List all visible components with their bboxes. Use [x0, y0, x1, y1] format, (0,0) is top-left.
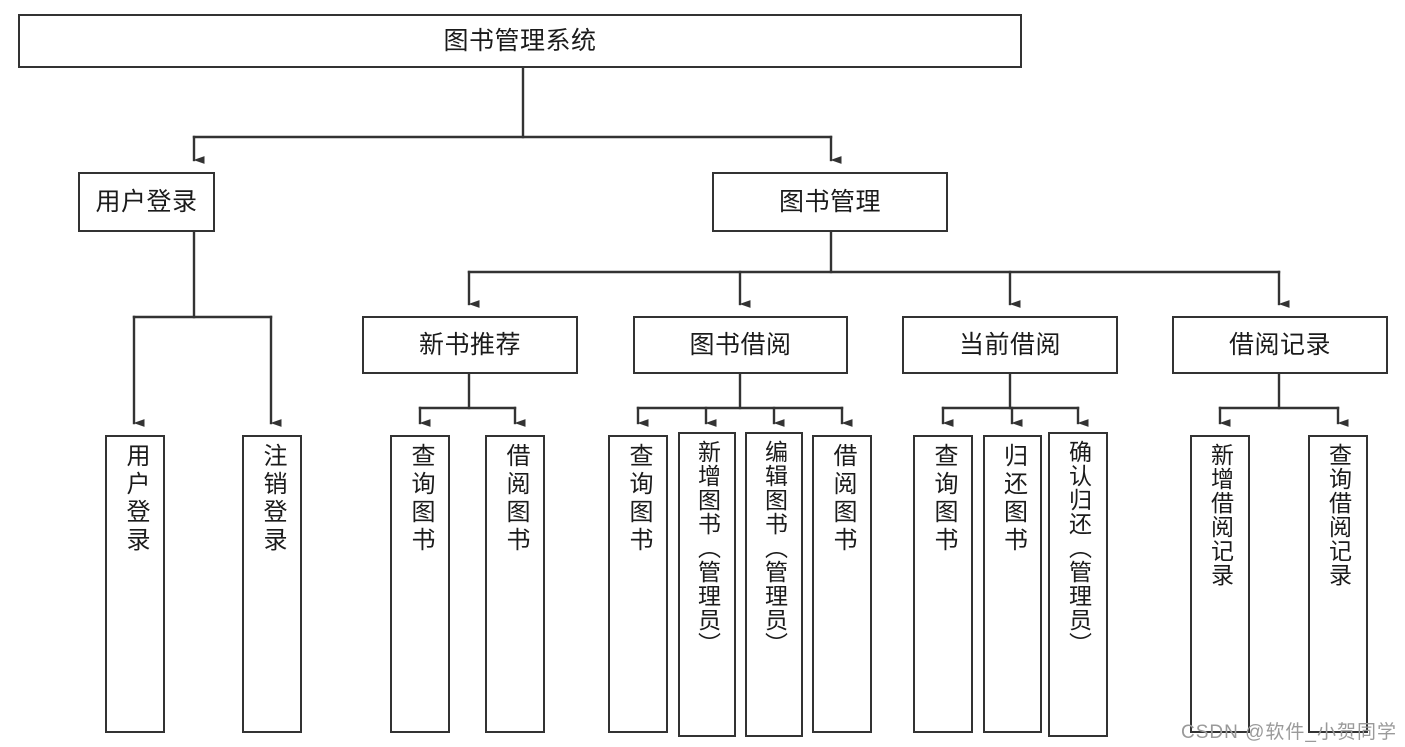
leaf-nbr-borrow-book[interactable]: 借阅图书 [485, 435, 545, 733]
leaf-br-add-record-label: 新增借阅记录 [1207, 443, 1234, 587]
csdn-watermark: CSDN @软件_小贺同学 [1181, 722, 1397, 743]
node-book-manage[interactable]: 图书管理 [712, 172, 948, 232]
leaf-nbr-query-book[interactable]: 查询图书 [390, 435, 450, 733]
leaf-bb-add-book-label: 新增图书（管理员） [694, 440, 721, 656]
leaf-cb-query-book-label: 查询图书 [930, 443, 957, 555]
node-current-borrow-label: 当前借阅 [958, 330, 1061, 359]
leaf-bb-borrow-book-label: 借阅图书 [829, 443, 856, 555]
node-book-manage-label: 图书管理 [778, 187, 881, 216]
leaf-br-query-record-label: 查询借阅记录 [1325, 443, 1352, 587]
leaf-cb-return-book-label: 归还图书 [999, 443, 1027, 555]
leaf-cb-confirm-return-label: 确认归还（管理员） [1065, 440, 1092, 656]
node-book-borrow[interactable]: 图书借阅 [633, 316, 848, 374]
leaf-bb-query-book-label: 查询图书 [625, 443, 652, 555]
leaf-bb-borrow-book[interactable]: 借阅图书 [812, 435, 872, 733]
node-borrow-record[interactable]: 借阅记录 [1172, 316, 1388, 374]
node-borrow-record-label: 借阅记录 [1228, 330, 1331, 359]
leaf-bb-query-book[interactable]: 查询图书 [608, 435, 668, 733]
node-new-book-recommend-label: 新书推荐 [418, 330, 521, 359]
leaf-cb-return-book[interactable]: 归还图书 [983, 435, 1042, 733]
node-user-login-label: 用户登录 [95, 187, 198, 216]
leaf-nbr-query-book-label: 查询图书 [407, 443, 434, 555]
leaf-user-login[interactable]: 用户登录 [105, 435, 165, 733]
node-root[interactable]: 图书管理系统 [18, 14, 1022, 68]
node-current-borrow[interactable]: 当前借阅 [902, 316, 1118, 374]
node-root-label: 图书管理系统 [443, 26, 597, 55]
leaf-bb-edit-book[interactable]: 编辑图书（管理员） [745, 432, 803, 737]
leaf-logout[interactable]: 注销登录 [242, 435, 302, 733]
leaf-bb-edit-book-label: 编辑图书（管理员） [761, 440, 788, 656]
leaf-br-add-record[interactable]: 新增借阅记录 [1190, 435, 1250, 733]
leaf-cb-confirm-return[interactable]: 确认归还（管理员） [1048, 432, 1108, 737]
node-book-borrow-label: 图书借阅 [689, 330, 792, 359]
leaf-cb-query-book[interactable]: 查询图书 [913, 435, 973, 733]
leaf-user-login-label: 用户登录 [122, 443, 149, 555]
leaf-nbr-borrow-book-label: 借阅图书 [502, 443, 529, 555]
node-new-book-recommend[interactable]: 新书推荐 [362, 316, 578, 374]
leaf-logout-label: 注销登录 [259, 443, 286, 555]
leaf-bb-add-book[interactable]: 新增图书（管理员） [678, 432, 736, 737]
leaf-br-query-record[interactable]: 查询借阅记录 [1308, 435, 1368, 733]
node-user-login[interactable]: 用户登录 [78, 172, 215, 232]
